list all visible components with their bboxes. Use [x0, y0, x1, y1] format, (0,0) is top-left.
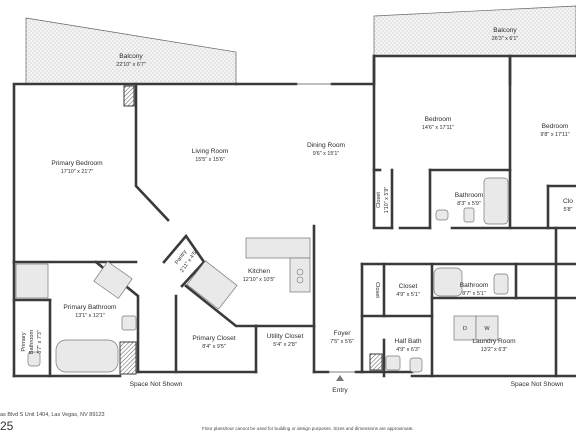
- room-dims: 17'10" x 21'7": [61, 169, 94, 175]
- room-name: Bedroom: [425, 116, 452, 123]
- room-name: Primary Closet: [192, 335, 235, 342]
- room-name: Bathroom: [460, 282, 489, 289]
- walls: [12, 54, 576, 378]
- room-dims: 7'5" x 5'6": [330, 339, 354, 345]
- column: [119, 341, 137, 375]
- room-dims: 12'10" x 10'5": [243, 277, 276, 283]
- room-name: Half Bath: [394, 338, 421, 345]
- disclaimer-text: Floor plans/tour cannot be used for buil…: [202, 426, 414, 431]
- room-name: Clo: [563, 198, 573, 205]
- balcony-right: [373, 5, 576, 57]
- room-name: Closet: [374, 282, 380, 298]
- column: [123, 85, 135, 107]
- room-dims: 13'2" x 6'3": [481, 347, 508, 353]
- page-number: 25: [0, 419, 14, 433]
- room-name: Primary Bedroom: [51, 160, 103, 167]
- dryer-label: D: [463, 326, 467, 332]
- room-dims: 4'9" x 5'1": [396, 292, 420, 298]
- room-dims: 1'10" x 5'9": [384, 187, 390, 214]
- room-dims: 5'4" x 2'8": [273, 342, 297, 348]
- room-dims: 9'6" x 15'1": [313, 151, 340, 157]
- room-dims: 22'10" x 6'7": [116, 62, 146, 68]
- fixtures: [15, 177, 509, 373]
- room-dims: 8'7" x 5'1": [462, 291, 486, 297]
- room-name: Balcony: [493, 27, 517, 34]
- room-name: Dining Room: [307, 142, 346, 149]
- room-name: Primary: [21, 332, 27, 351]
- room-name: Utility Closet: [267, 333, 304, 340]
- washer-label: W: [484, 326, 490, 332]
- entry-label: Entry: [332, 387, 348, 394]
- room-name: Primary Bathroom: [63, 304, 117, 311]
- space-not-shown-right: Space Not Shown: [511, 381, 564, 388]
- room-name: Laundry Room: [472, 338, 516, 345]
- balcony-left: [25, 17, 237, 85]
- room-labels: Balcony 22'10" x 6'7" Balcony 26'3" x 6'…: [21, 27, 573, 394]
- room-name: Balcony: [119, 53, 143, 60]
- room-dims: 14'6" x 17'11": [422, 125, 454, 131]
- room-dims: 8'4" x 9'5": [202, 344, 226, 350]
- room-dims: 5'8": [564, 207, 573, 213]
- room-dims: 3'7" x 7'3": [37, 330, 43, 354]
- column: [369, 353, 383, 371]
- room-dims: 4'9" x 6'3": [396, 347, 420, 353]
- room-dims: 9'8" x 17'11": [540, 132, 569, 138]
- room-dims: 8'3" x 5'9": [457, 201, 481, 207]
- room-name: Bedroom: [542, 123, 569, 130]
- room-dims: 13'1" x 12'1": [75, 313, 105, 319]
- room-name: Kitchen: [248, 268, 270, 275]
- room-dims: 26'3" x 6'1": [492, 36, 519, 42]
- room-name: Living Room: [192, 148, 229, 155]
- address-text: as Blvd S Unit 1404, Las Vegas, NV 89123: [0, 412, 105, 418]
- room-name: Bathroom: [455, 192, 484, 199]
- space-not-shown-left: Space Not Shown: [130, 381, 183, 388]
- room-name: Closet: [399, 283, 418, 290]
- entry-arrow-icon: [336, 375, 344, 381]
- room-dims: 15'5" x 15'6": [195, 157, 225, 163]
- room-name: Bathroom: [29, 330, 35, 355]
- room-name: Closet: [376, 192, 382, 208]
- room-name: Foyer: [334, 330, 352, 337]
